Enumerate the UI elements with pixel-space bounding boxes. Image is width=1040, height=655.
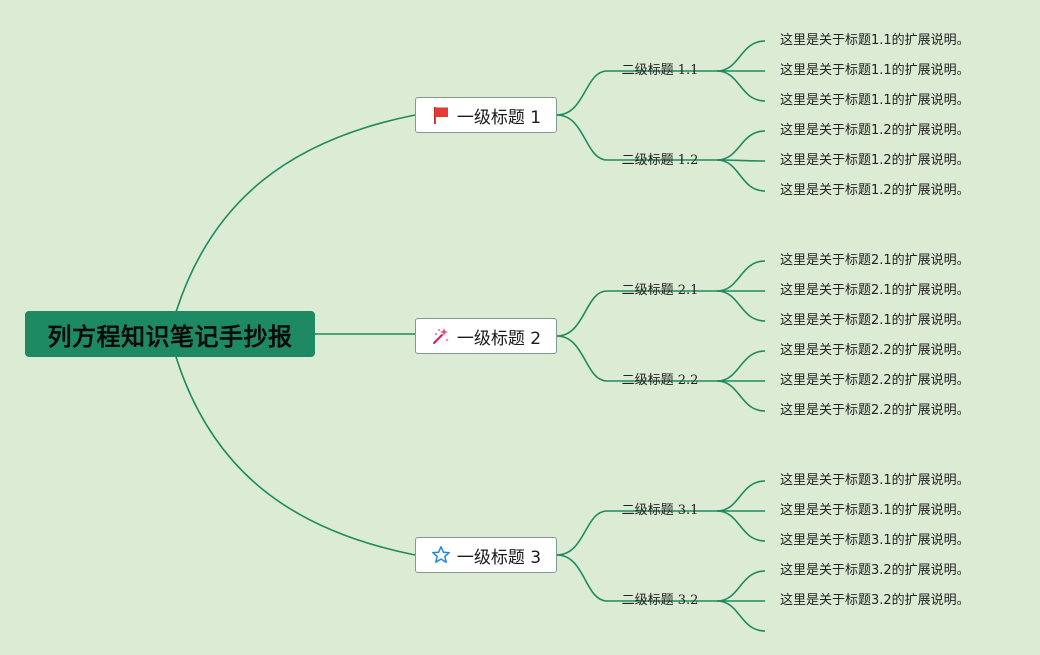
root-topic[interactable]: 列方程知识笔记手抄报 [25, 311, 315, 357]
root-topic-label: 列方程知识笔记手抄报 [47, 322, 293, 351]
link-topic-1-subtopic-1 [556, 70, 608, 116]
note-2-2-3[interactable]: 这里是关于标题2.2的扩展说明。 [780, 403, 970, 418]
subtopic-1-1[interactable]: 二级标题 1.1 [621, 63, 699, 78]
link-subtopic-3-1-note-3 [716, 510, 766, 542]
link-topic-3-subtopic-2 [556, 554, 608, 602]
topic-2[interactable]: 一级标题 2 [415, 318, 557, 354]
note-1-1-2[interactable]: 这里是关于标题1.1的扩展说明。 [780, 63, 970, 78]
note-2-1-1[interactable]: 这里是关于标题2.1的扩展说明。 [780, 253, 970, 268]
link-root-topic-3 [175, 356, 416, 556]
link-subtopic-3-2-note-1 [716, 570, 766, 602]
link-root-topic-1 [175, 114, 416, 313]
note-2-2-2[interactable]: 这里是关于标题2.2的扩展说明。 [780, 373, 970, 388]
note-1-2-2[interactable]: 这里是关于标题1.2的扩展说明。 [780, 153, 970, 168]
note-1-2-1[interactable]: 这里是关于标题1.2的扩展说明。 [780, 123, 970, 138]
note-3-1-1[interactable]: 这里是关于标题3.1的扩展说明。 [780, 473, 970, 488]
subtopic-1-2[interactable]: 二级标题 1.2 [621, 153, 699, 168]
note-3-1-2[interactable]: 这里是关于标题3.1的扩展说明。 [780, 503, 970, 518]
note-3-1-3[interactable]: 这里是关于标题3.1的扩展说明。 [780, 533, 970, 548]
note-1-1-1[interactable]: 这里是关于标题1.1的扩展说明。 [780, 33, 970, 48]
link-topic-2-subtopic-2 [556, 335, 608, 382]
note-2-2-1[interactable]: 这里是关于标题2.2的扩展说明。 [780, 343, 970, 358]
topic-3[interactable]: 一级标题 3 [415, 537, 557, 573]
subtopic-3-2[interactable]: 二级标题 3.2 [621, 593, 699, 608]
link-topic-1-subtopic-2 [556, 114, 608, 161]
link-topic-3-subtopic-1 [556, 510, 608, 556]
link-subtopic-1-2-note-3 [716, 159, 766, 192]
flag-icon [431, 105, 451, 125]
link-topic-2-subtopic-1 [556, 290, 608, 337]
note-3-2-1[interactable]: 这里是关于标题3.2的扩展说明。 [780, 563, 970, 578]
link-subtopic-2-2-note-1 [716, 350, 766, 382]
subtopic-2-2[interactable]: 二级标题 2.2 [621, 373, 699, 388]
note-2-1-2[interactable]: 这里是关于标题2.1的扩展说明。 [780, 283, 970, 298]
link-subtopic-2-1-note-3 [716, 290, 766, 322]
topic-3-label: 一级标题 3 [456, 547, 542, 568]
note-1-1-3[interactable]: 这里是关于标题1.1的扩展说明。 [780, 93, 970, 108]
link-subtopic-3-1-note-1 [716, 480, 766, 512]
topic-1[interactable]: 一级标题 1 [415, 97, 557, 133]
link-subtopic-3-2-note-3 [716, 600, 766, 632]
topic-2-label: 一级标题 2 [456, 328, 542, 349]
note-2-1-3[interactable]: 这里是关于标题2.1的扩展说明。 [780, 313, 970, 328]
link-subtopic-2-2-note-3 [716, 380, 766, 412]
link-subtopic-1-1-note-1 [716, 40, 766, 72]
link-subtopic-1-1-note-3 [716, 70, 766, 102]
subtopic-3-1[interactable]: 二级标题 3.1 [621, 503, 699, 518]
sparkle-wand-icon [431, 326, 451, 346]
topic-1-label: 一级标题 1 [456, 107, 542, 128]
star-icon [431, 545, 451, 565]
note-1-2-3[interactable]: 这里是关于标题1.2的扩展说明。 [780, 183, 970, 198]
subtopic-2-1[interactable]: 二级标题 2.1 [621, 283, 699, 298]
link-subtopic-2-1-note-1 [716, 260, 766, 292]
link-subtopic-1-2-note-1 [716, 130, 766, 161]
note-3-2-2[interactable]: 这里是关于标题3.2的扩展说明。 [780, 593, 970, 608]
